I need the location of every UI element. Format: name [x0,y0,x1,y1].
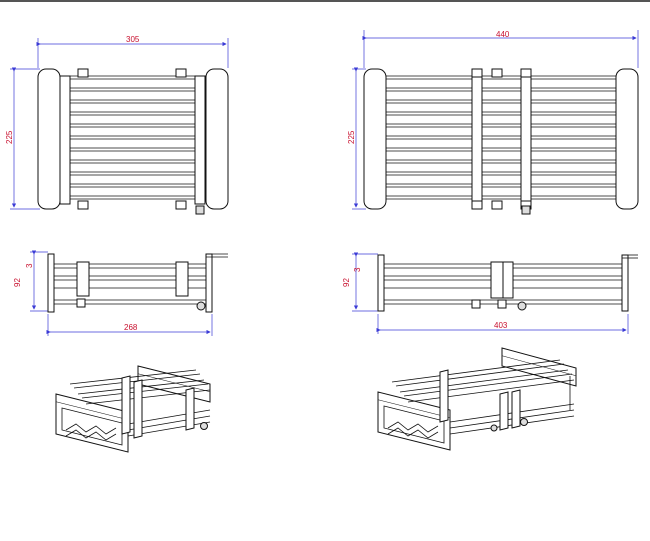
slider-right [194,75,206,205]
slider-left [59,75,71,205]
knob [195,205,205,215]
end-cap-right [205,68,229,210]
side-view-closed: 92 3 268 [13,250,228,336]
side-view-extended: 92 3 403 [342,252,638,334]
dim-height-225-left: 225 [5,130,14,144]
top-border-line [0,0,650,2]
dim-width-305: 305 [126,35,140,44]
top-view-closed: 305 225 [5,35,229,215]
dim-lip-3-left: 3 [25,263,34,268]
end-cap-left [37,68,61,210]
isometric-view-extended [377,347,577,451]
dim-width-403: 403 [494,321,508,330]
dim-height-92-right: 92 [342,278,351,287]
isometric-view-closed [55,365,211,453]
dim-height-92-left: 92 [13,278,22,287]
dim-height-225-right: 225 [347,130,356,144]
dim-width-268: 268 [124,323,138,332]
dim-width-440: 440 [496,30,510,39]
dim-lip-3-right: 3 [353,267,362,272]
top-view-extended: 440 225 [347,30,639,215]
